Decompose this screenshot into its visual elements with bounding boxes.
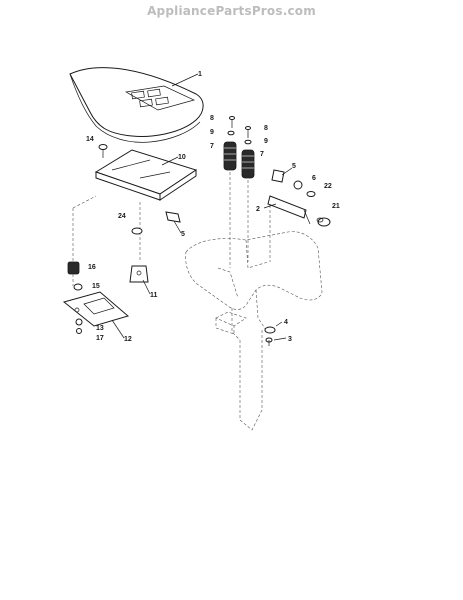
screw-8-right-part — [245, 126, 251, 138]
callout-21: 21 — [332, 203, 340, 210]
callout-9-right: 9 — [264, 138, 268, 145]
callout-2: 2 — [256, 206, 260, 213]
seat-pan-part — [94, 149, 198, 201]
callout-13: 13 — [96, 325, 104, 332]
callout-15: 15 — [92, 283, 100, 290]
callout-14: 14 — [86, 136, 94, 143]
washer-17-part — [76, 328, 82, 334]
callout-10: 10 — [178, 154, 186, 161]
callout-4: 4 — [284, 319, 288, 326]
adjuster-plate-part — [62, 291, 130, 327]
washer-9-left-part — [227, 130, 235, 136]
callout-1: 1 — [198, 71, 202, 78]
callout-8-left: 8 — [210, 115, 214, 122]
clip-part-left — [165, 211, 181, 223]
spring-16-part — [67, 261, 80, 275]
nut-13-part — [75, 318, 83, 326]
callout-17: 17 — [96, 335, 104, 342]
spring-7-right-part — [241, 149, 255, 179]
callout-7-left: 7 — [210, 143, 214, 150]
pivot-bracket-part — [129, 265, 149, 283]
knob-21-part — [316, 217, 331, 227]
washer-22-part — [306, 191, 316, 197]
frame-mount-bracket — [215, 311, 247, 335]
callout-22: 22 — [324, 183, 332, 190]
seat-bracket-part — [267, 195, 311, 225]
callout-5-right: 5 — [292, 163, 296, 170]
washer-24-part — [131, 227, 143, 235]
callout-24: 24 — [118, 213, 126, 220]
watermark-text: AppliancePartsPros.com — [147, 4, 316, 18]
washer-4-part — [264, 326, 276, 334]
callout-12: 12 — [124, 336, 132, 343]
fender-frame-outline — [185, 231, 323, 431]
callout-7-right: 7 — [260, 151, 264, 158]
callout-9-left: 9 — [210, 129, 214, 136]
washer-9-right-part — [244, 139, 252, 145]
nut-6-part — [293, 180, 303, 190]
callout-5-left: 5 — [181, 231, 185, 238]
seat-part — [69, 67, 204, 143]
callout-11: 11 — [150, 292, 158, 299]
screw-3-part — [265, 337, 273, 346]
knob-15-part — [73, 283, 83, 291]
callout-3: 3 — [288, 336, 292, 343]
screw-8-left-part — [229, 116, 235, 128]
spring-7-left-part — [223, 141, 237, 171]
callout-6: 6 — [312, 175, 316, 182]
bolt-part — [98, 144, 108, 158]
callout-16: 16 — [88, 264, 96, 271]
callout-8-right: 8 — [264, 125, 268, 132]
clip-part-right — [271, 169, 285, 183]
